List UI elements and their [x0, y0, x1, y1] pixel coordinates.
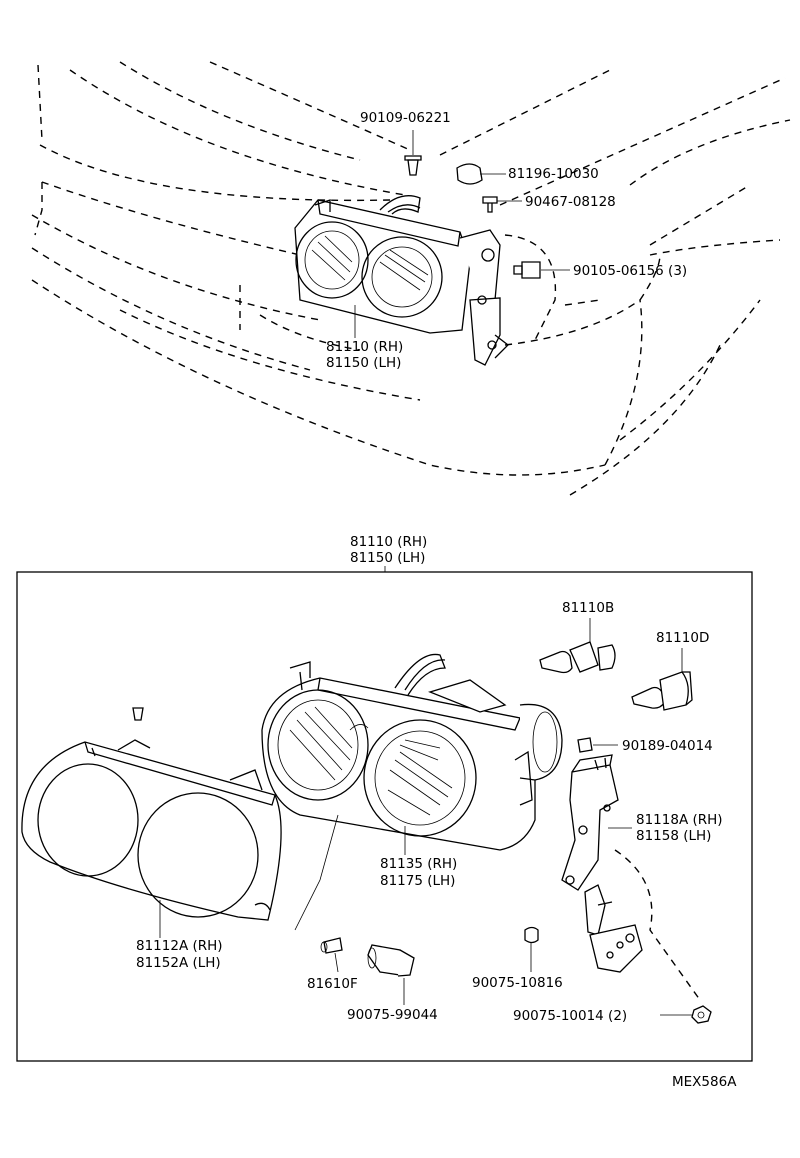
- socket-90075: [367, 944, 415, 1005]
- label-grommet: 90075-10816: [472, 975, 563, 991]
- label-nut2: 90075-10014 (2): [513, 1008, 627, 1024]
- label-reflector-lh: 81175 (LH): [380, 873, 455, 889]
- label-screw: 90467-08128: [525, 194, 616, 210]
- label-bolt3: 90105-06156 (3): [573, 263, 687, 279]
- label-socket: 90075-99044: [347, 1007, 438, 1023]
- label-bracket-lh: 81158 (LH): [636, 828, 711, 844]
- bulb-81110b: [539, 618, 616, 674]
- top-headlamp-assembly: [294, 130, 570, 366]
- lens-cover: [21, 707, 282, 938]
- label-lens-rh: 81112A (RH): [136, 938, 223, 954]
- bulb-81110d: [631, 648, 693, 711]
- label-bolt: 90109-06221: [360, 110, 451, 126]
- headlamp-housing: [261, 653, 563, 931]
- grommet-90075: [524, 926, 539, 972]
- exploded-view-frame: [16, 571, 753, 1062]
- label-bulb-small: 81610F: [307, 976, 358, 992]
- nut-90189: [577, 737, 618, 753]
- label-bracket-rh: 81118A (RH): [636, 812, 723, 828]
- mounting-bracket: [561, 754, 701, 1001]
- label-headlamp-lh: 81150 (LH): [326, 355, 401, 371]
- label-clip: 81196-10030: [508, 166, 599, 182]
- nut-90075-2: [660, 1005, 712, 1024]
- diagram-code: MEX586A: [672, 1074, 737, 1090]
- label-nut: 90189-04014: [622, 738, 713, 754]
- label-headlamp-rh: 81110 (RH): [326, 339, 403, 355]
- label-lens-lh: 81152A (LH): [136, 955, 221, 971]
- car-body-outline: [31, 61, 791, 496]
- label-bulb-d: 81110D: [656, 630, 709, 646]
- bulb-small-81610f: [320, 937, 343, 973]
- exploded-title-lh: 81150 (LH): [350, 550, 425, 566]
- label-reflector-rh: 81135 (RH): [380, 856, 457, 872]
- exploded-title-rh: 81110 (RH): [350, 534, 427, 550]
- label-bulb-b: 81110B: [562, 600, 614, 616]
